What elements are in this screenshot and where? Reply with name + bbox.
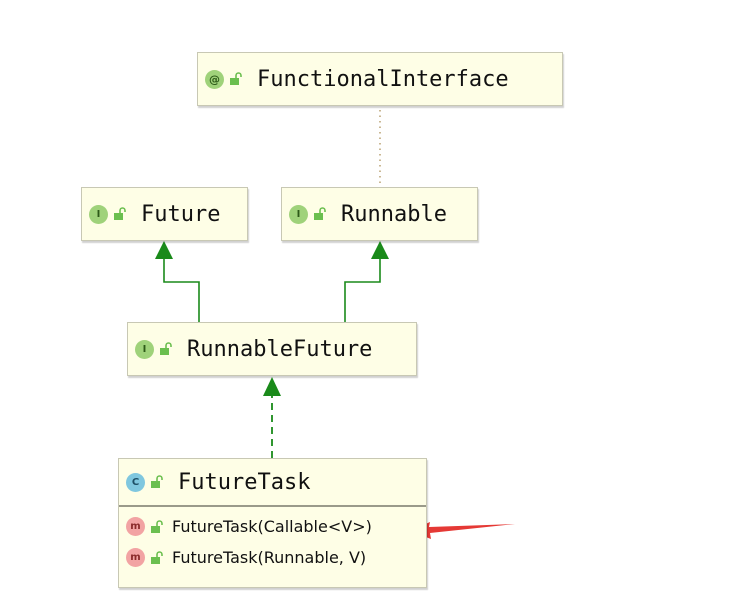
method-icon: m [126,517,145,536]
future-node[interactable]: I Future [81,187,248,241]
public-access-icon [151,475,163,488]
runnable-node[interactable]: I Runnable [281,187,478,241]
member-constructor-runnable[interactable]: m FutureTask(Runnable, V) [119,542,426,573]
public-access-icon [230,72,242,85]
annotation-type-icon: @ [205,69,224,89]
extends-runnable-arrowhead [371,241,389,259]
member-label: FutureTask(Runnable, V) [172,548,367,567]
future-task-header: C FutureTask [119,459,426,507]
node-label: RunnableFuture [187,336,373,362]
functional-interface-node[interactable]: @ FunctionalInterface [197,52,563,106]
node-label: Runnable [341,201,447,227]
class-icon: C [126,472,145,492]
public-access-icon [151,550,163,564]
public-access-icon [314,207,326,220]
node-label: FunctionalInterface [257,66,509,92]
interface-icon: I [289,204,308,224]
extends-future-arrowhead [155,241,173,259]
interface-icon: I [89,204,108,224]
method-icon: m [126,548,145,567]
extends-runnable-edge [344,258,381,322]
extends-future-edge [163,258,200,322]
future-task-node[interactable]: C FutureTask m FutureTask(Callable<V>) m… [118,458,427,588]
public-access-icon [151,519,163,533]
node-label: Future [141,201,221,227]
member-constructor-callable[interactable]: m FutureTask(Callable<V>) [119,511,426,542]
callout-arrow [410,522,515,539]
public-access-icon [114,207,126,220]
public-access-icon [160,342,172,355]
implements-arrowhead [263,377,281,396]
member-label: FutureTask(Callable<V>) [172,517,372,536]
future-task-members: m FutureTask(Callable<V>) m FutureTask(R… [119,507,426,573]
interface-icon: I [135,339,154,359]
node-label: FutureTask [178,469,311,495]
runnable-future-node[interactable]: I RunnableFuture [127,322,417,376]
